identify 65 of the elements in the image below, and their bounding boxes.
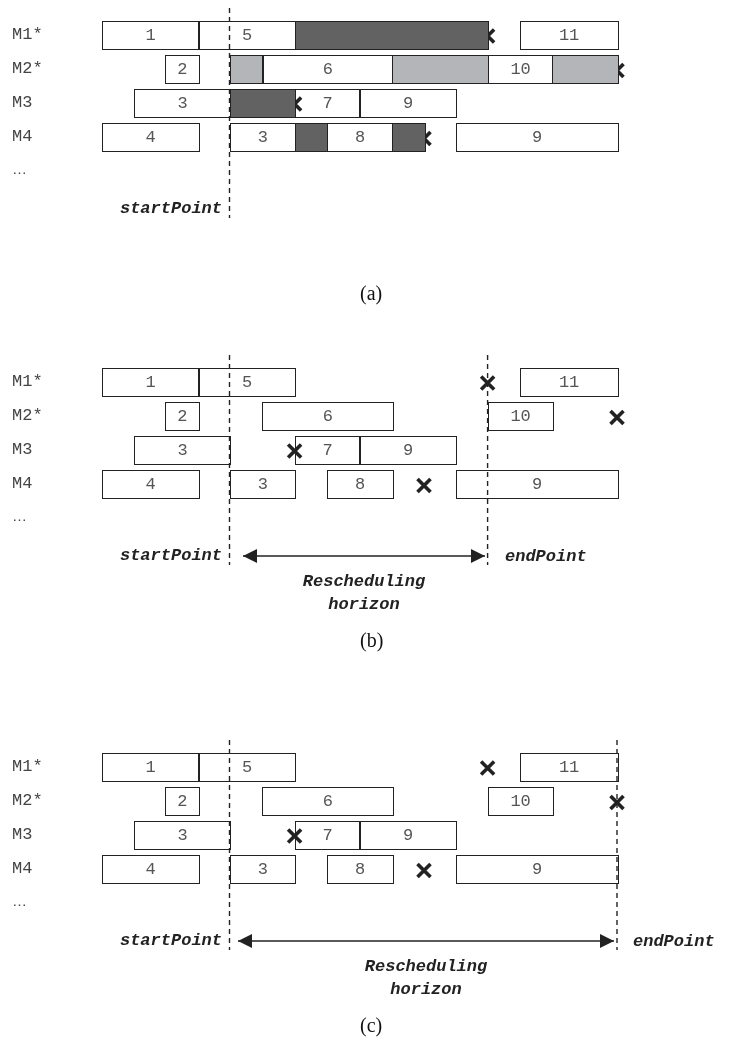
- ellipsis: …: [12, 507, 27, 524]
- machine-label: M4: [12, 127, 33, 146]
- machine-label: M4: [12, 859, 33, 878]
- task-box: 3: [134, 820, 232, 850]
- machine-label: M1*: [12, 24, 43, 44]
- task-box: 11: [519, 20, 619, 50]
- machine-label: M2*: [12, 59, 43, 78]
- task-box: 3: [134, 435, 232, 465]
- task-box: 9: [455, 855, 619, 884]
- task-box: 9: [359, 820, 458, 850]
- horizon-label: Rescheduling horizon: [363, 956, 489, 1001]
- task-box: 8: [326, 855, 394, 884]
- dark-shaded-bar: [392, 123, 426, 152]
- task-box: 7: [294, 820, 361, 850]
- start-point-label: startPoint: [119, 546, 222, 565]
- task-box: 11: [519, 367, 619, 397]
- task-box: 2: [165, 402, 200, 431]
- task-box: 4: [101, 855, 200, 884]
- panel-caption: (c): [360, 1014, 383, 1037]
- machine-label: M1*: [12, 756, 43, 776]
- task-box: 9: [359, 435, 458, 465]
- task-box: 9: [455, 470, 619, 499]
- task-box: 8: [326, 470, 394, 499]
- task-box: 3: [229, 855, 297, 884]
- task-box: 2: [165, 55, 200, 84]
- task-box: 5: [198, 367, 297, 397]
- light-shaded-bar: [552, 55, 619, 84]
- light-shaded-bar: [392, 55, 490, 84]
- dark-shaded-bar: [229, 88, 297, 118]
- dark-shaded-bar: [294, 123, 329, 152]
- dark-shaded-bar: [294, 20, 490, 50]
- task-box: 5: [198, 752, 297, 782]
- task-box: 10: [487, 787, 554, 816]
- machine-label: M2*: [12, 791, 43, 810]
- ellipsis: …: [12, 892, 27, 909]
- machine-label: M2*: [12, 406, 43, 425]
- task-box: 11: [519, 752, 619, 782]
- task-box: 1: [101, 20, 200, 50]
- task-box: 2: [165, 787, 200, 816]
- panel-caption: (b): [360, 629, 384, 652]
- task-box: 7: [294, 435, 361, 465]
- task-box: 4: [101, 470, 200, 499]
- task-box: 1: [101, 367, 200, 397]
- task-box: 3: [229, 470, 297, 499]
- ellipsis: …: [12, 160, 27, 177]
- panel-caption: (a): [360, 282, 383, 305]
- task-box: 9: [359, 88, 458, 118]
- task-box: 9: [455, 123, 619, 152]
- start-point-label: startPoint: [119, 931, 222, 950]
- machine-label: M1*: [12, 371, 43, 391]
- end-point-label: endPoint: [633, 932, 715, 951]
- machine-label: M3: [12, 824, 33, 844]
- task-box: 6: [262, 787, 394, 816]
- light-shaded-bar: [229, 55, 264, 84]
- task-box: 1: [101, 752, 200, 782]
- task-box: 6: [262, 402, 394, 431]
- task-box: 7: [294, 88, 361, 118]
- machine-label: M3: [12, 92, 33, 112]
- task-box: 10: [487, 402, 554, 431]
- horizon-label: Rescheduling horizon: [301, 571, 427, 616]
- machine-label: M4: [12, 474, 33, 493]
- end-point-label: endPoint: [505, 547, 587, 566]
- task-box: 4: [101, 123, 200, 152]
- start-point-label: startPoint: [119, 199, 222, 218]
- machine-label: M3: [12, 439, 33, 459]
